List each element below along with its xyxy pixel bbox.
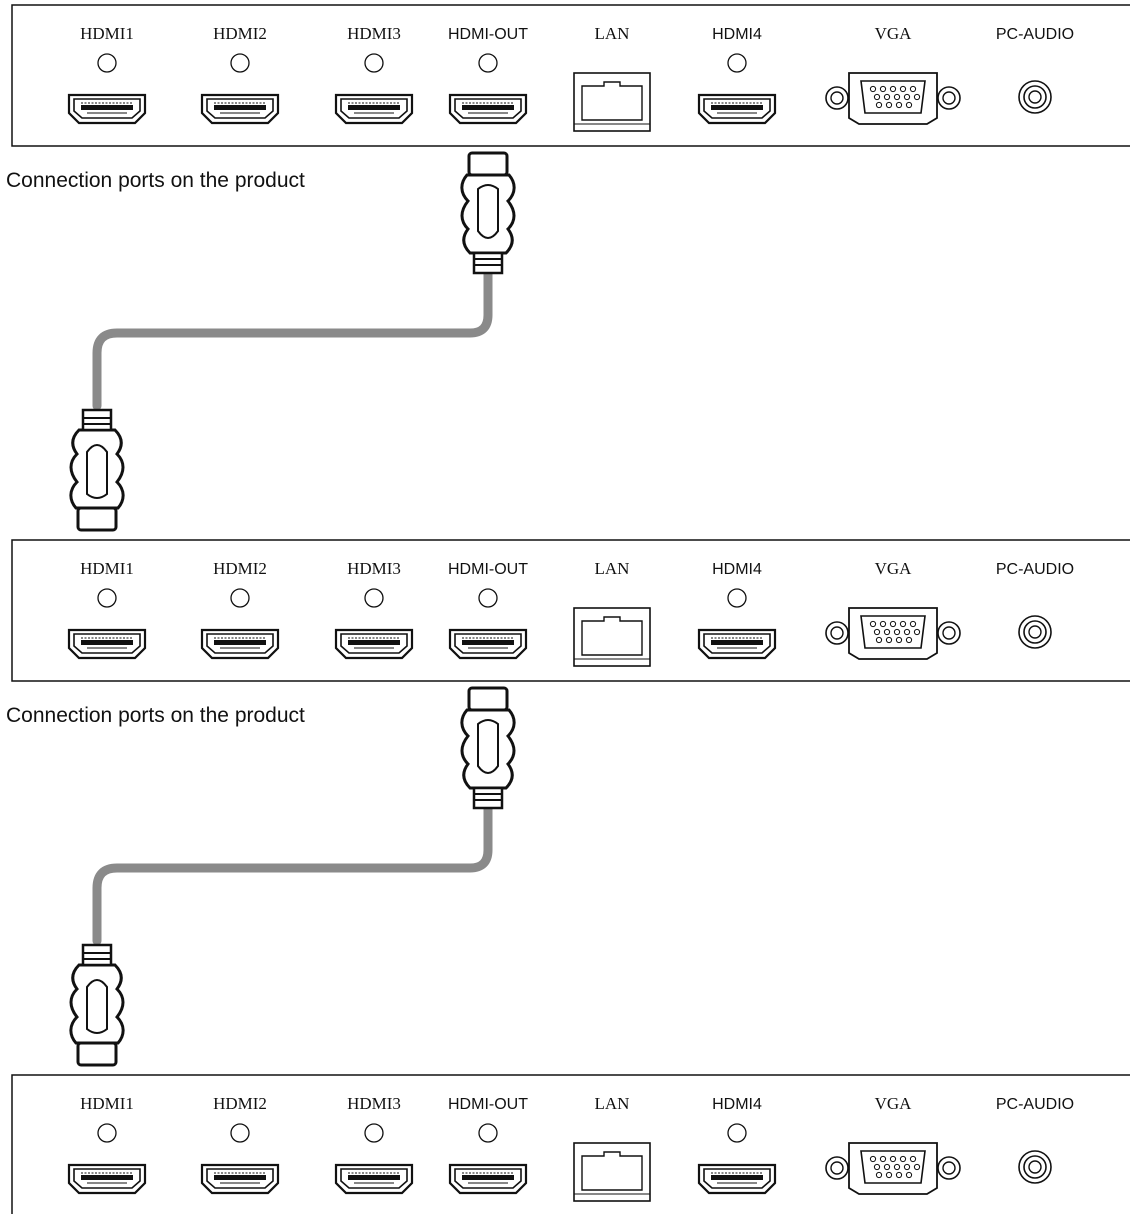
led-indicator bbox=[230, 1123, 250, 1143]
led-indicator bbox=[478, 588, 498, 608]
panel-frame bbox=[11, 1074, 1130, 1214]
hdmi-port-icon bbox=[697, 93, 777, 125]
port-label: HDMI1 bbox=[80, 24, 134, 43]
lan-port-icon bbox=[573, 72, 651, 132]
port-label: LAN bbox=[595, 1094, 630, 1113]
hdmi-port-icon bbox=[697, 628, 777, 660]
hdmi-port-icon bbox=[334, 628, 414, 660]
port-label: LAN bbox=[595, 24, 630, 43]
led-indicator bbox=[230, 53, 250, 73]
port-label: HDMI-OUT bbox=[448, 561, 528, 578]
hdmi-port-icon bbox=[67, 1163, 147, 1195]
hdmi-port-icon bbox=[200, 93, 280, 125]
led-indicator bbox=[727, 588, 747, 608]
port-label: HDMI-OUT bbox=[448, 1096, 528, 1113]
port-label: HDMI3 bbox=[347, 1094, 401, 1113]
led-indicator bbox=[364, 588, 384, 608]
port-label: VGA bbox=[875, 1094, 913, 1113]
port-label: HDMI4 bbox=[712, 561, 762, 578]
led-indicator bbox=[364, 53, 384, 73]
audio-jack-icon bbox=[1018, 615, 1052, 649]
port-label: PC-AUDIO bbox=[996, 1096, 1074, 1113]
port-label: HDMI4 bbox=[712, 26, 762, 43]
vga-port-icon bbox=[825, 607, 961, 660]
connection-caption: Connection ports on the product bbox=[6, 704, 305, 727]
hdmi-plug-icon bbox=[460, 686, 516, 810]
vga-port-icon bbox=[825, 72, 961, 125]
hdmi-plug-icon bbox=[69, 408, 125, 532]
lan-port-icon bbox=[573, 607, 651, 667]
lan-port-icon bbox=[573, 1142, 651, 1202]
panel-frame bbox=[11, 4, 1130, 147]
hdmi-cable bbox=[69, 686, 516, 1067]
led-indicator bbox=[364, 1123, 384, 1143]
audio-jack-icon bbox=[1018, 80, 1052, 114]
hdmi-plug-icon bbox=[460, 151, 516, 275]
led-indicator bbox=[97, 53, 117, 73]
cable-line bbox=[92, 266, 493, 411]
hdmi-port-icon bbox=[67, 93, 147, 125]
audio-jack-icon bbox=[1018, 1150, 1052, 1184]
led-indicator bbox=[478, 1123, 498, 1143]
led-indicator bbox=[97, 1123, 117, 1143]
port-label: VGA bbox=[875, 24, 913, 43]
port-label: HDMI1 bbox=[80, 559, 134, 578]
hdmi-port-icon bbox=[448, 93, 528, 125]
port-label: HDMI2 bbox=[213, 1094, 267, 1113]
cable-line bbox=[92, 801, 493, 946]
port-label: HDMI-OUT bbox=[448, 26, 528, 43]
hdmi-port-icon bbox=[334, 93, 414, 125]
port-label: HDMI4 bbox=[712, 1096, 762, 1113]
hdmi-port-icon bbox=[200, 628, 280, 660]
port-label: PC-AUDIO bbox=[996, 561, 1074, 578]
hdmi-port-icon bbox=[697, 1163, 777, 1195]
port-label: HDMI2 bbox=[213, 559, 267, 578]
hdmi-port-icon bbox=[200, 1163, 280, 1195]
port-label: HDMI3 bbox=[347, 559, 401, 578]
panel-frame bbox=[11, 539, 1130, 682]
vga-port-icon bbox=[825, 1142, 961, 1195]
hdmi-port-icon bbox=[448, 1163, 528, 1195]
hdmi-port-icon bbox=[67, 628, 147, 660]
led-indicator bbox=[478, 53, 498, 73]
port-label: PC-AUDIO bbox=[996, 26, 1074, 43]
hdmi-cable bbox=[69, 151, 516, 532]
led-indicator bbox=[727, 1123, 747, 1143]
led-indicator bbox=[230, 588, 250, 608]
hdmi-plug-icon bbox=[69, 943, 125, 1067]
port-panel: HDMI1 HDMI2 HDMI3 HDMI-OUT LAN HDMI4 VGA PC-AUD… bbox=[11, 539, 1130, 682]
port-label: HDMI2 bbox=[213, 24, 267, 43]
port-label: LAN bbox=[595, 559, 630, 578]
led-indicator bbox=[97, 588, 117, 608]
port-panel: HDMI1 HDMI2 HDMI3 HDMI-OUT LAN HDMI4 VGA PC-AUD… bbox=[11, 1074, 1130, 1214]
led-indicator bbox=[727, 53, 747, 73]
connection-caption: Connection ports on the product bbox=[6, 169, 305, 192]
port-label: VGA bbox=[875, 559, 913, 578]
port-panel: HDMI1 HDMI2 HDMI3 HDMI-OUT LAN HDMI4 VGA PC-AUD… bbox=[11, 4, 1130, 147]
hdmi-port-icon bbox=[448, 628, 528, 660]
port-label: HDMI1 bbox=[80, 1094, 134, 1113]
port-label: HDMI3 bbox=[347, 24, 401, 43]
hdmi-port-icon bbox=[334, 1163, 414, 1195]
